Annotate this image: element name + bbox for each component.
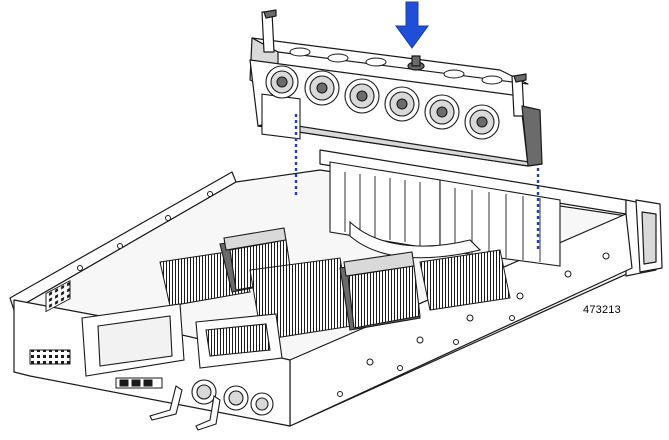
front-io-ports (29, 349, 163, 389)
fan-4 (384, 86, 420, 122)
chassis-side-holes (77, 191, 610, 397)
fan-2 (304, 70, 340, 106)
fan-6 (464, 104, 500, 140)
psu-handle-left (149, 385, 183, 421)
ribbon-cable (349, 220, 482, 259)
dimm-bank-right (419, 249, 511, 311)
fan-3 (344, 78, 380, 114)
fan-icon (261, 65, 500, 140)
alignment-guides (294, 114, 540, 252)
figure-number: 473213 (583, 304, 621, 316)
fan-1 (261, 65, 301, 140)
rear-vent-grille (45, 280, 71, 313)
fan-5 (424, 94, 460, 130)
cpu-heatsink-2 (339, 251, 421, 331)
fan-tray-latches (289, 47, 503, 85)
psu-modules (149, 379, 274, 431)
psu-handle-right (195, 395, 221, 431)
front-riser-bay (81, 303, 283, 377)
arrow-down-icon (395, 1, 429, 49)
